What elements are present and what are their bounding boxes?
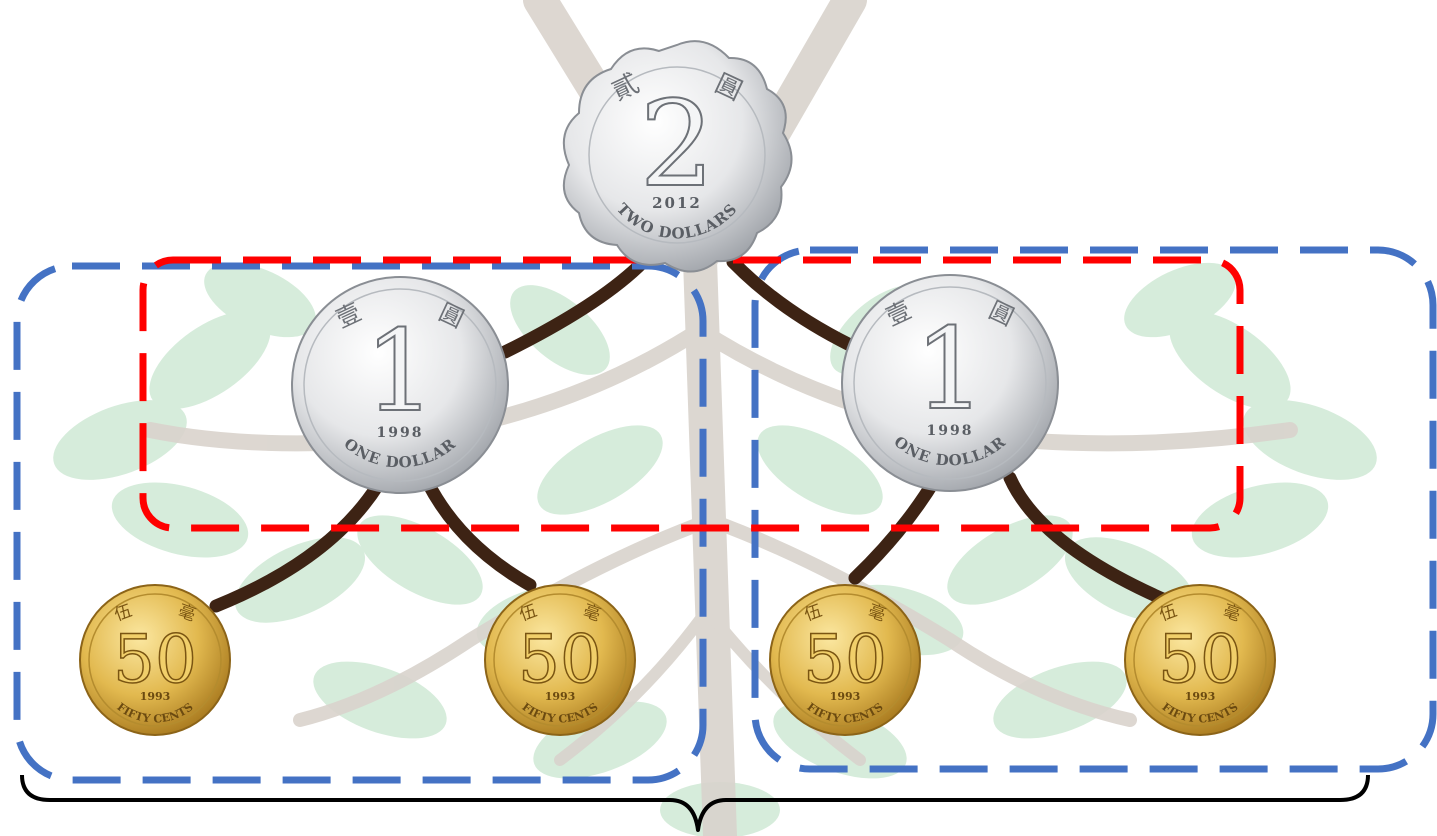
- fifty-cents-4-chinese-left: 伍: [1157, 601, 1180, 626]
- branch-connectors: [209, 255, 1172, 613]
- fifty-cents-2-chinese-left: 伍: [517, 601, 540, 626]
- one-dollar-right-body: [841, 274, 1059, 492]
- fifty-cents-1-year: 1993: [140, 690, 171, 703]
- fifty-cents-3-year: 1993: [830, 690, 861, 703]
- fifty-cents-2-year: 1993: [545, 690, 576, 703]
- one-dollar-left-body: [291, 276, 509, 494]
- branch-2-to-left-1: [498, 255, 650, 359]
- fifty-cents-1-chinese-right: 毫: [175, 601, 198, 626]
- fifty-cents-2-value: 50: [518, 621, 602, 698]
- branch-2-to-right-1: [726, 255, 857, 352]
- one-dollar-coin-left: 壹 圓 1 1998 ONE DOLLAR: [291, 276, 509, 494]
- two-dollar-coin: 貳 圓 2 2012 TWO DOLLARS: [562, 40, 793, 273]
- fifty-cents-3-chinese-left: 伍: [802, 601, 825, 626]
- blue-group-box-left: [13, 262, 707, 784]
- fifty-cents-3-value: 50: [803, 621, 887, 698]
- two-dollar-year: 2012: [652, 194, 702, 212]
- fifty-cents-3-chinese-right: 毫: [865, 601, 888, 626]
- fifty-cents-4-year: 1993: [1185, 690, 1216, 703]
- fifty-cents-coin-1: 伍 毫 50 1993 FIFTY CENTS: [79, 584, 231, 736]
- bottom-curly-brace: [20, 774, 1370, 832]
- branch-right1-to-50d: [1003, 471, 1172, 607]
- blue-group-box-right: [751, 246, 1437, 773]
- one-dollar-left-value: 1: [364, 307, 435, 437]
- branch-left1-to-50a: [209, 478, 385, 613]
- branch-left1-to-50b: [421, 476, 537, 592]
- two-dollar-value: 2: [639, 75, 714, 213]
- fifty-cents-coin-4: 伍 毫 50 1993 FIFTY CENTS: [1124, 584, 1276, 736]
- one-dollar-right-year: 1998: [927, 423, 974, 439]
- fifty-cents-2-chinese-right: 毫: [580, 601, 603, 626]
- fifty-cents-coin-2: 伍 毫 50 1993 FIFTY CENTS: [484, 584, 636, 736]
- one-dollar-right-value: 1: [914, 305, 985, 435]
- fifty-cents-4-value: 50: [1158, 621, 1242, 698]
- fifty-cents-1-chinese-left: 伍: [112, 601, 135, 626]
- fifty-cents-4-chinese-right: 毫: [1220, 601, 1243, 626]
- one-dollar-coin-right: 壹 圓 1 1998 ONE DOLLAR: [841, 274, 1059, 492]
- fifty-cents-1-value: 50: [113, 621, 197, 698]
- fifty-cents-coin-3: 伍 毫 50 1993 FIFTY CENTS: [769, 584, 921, 736]
- one-dollar-left-year: 1998: [377, 425, 424, 441]
- two-dollar-coin-body: [562, 40, 793, 273]
